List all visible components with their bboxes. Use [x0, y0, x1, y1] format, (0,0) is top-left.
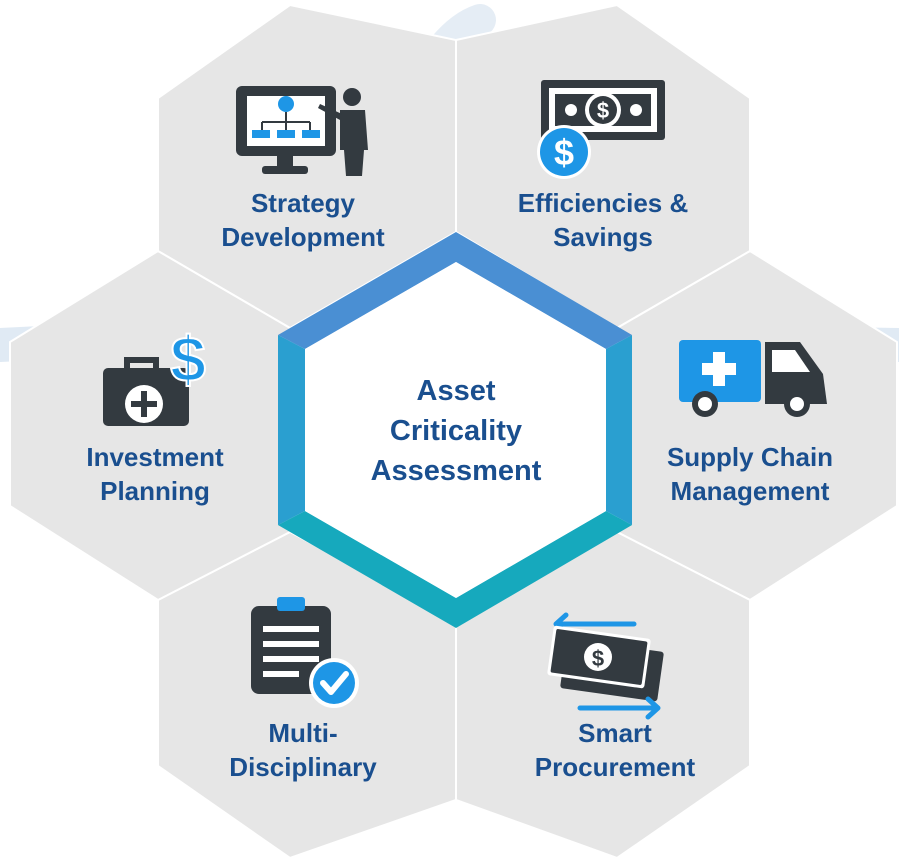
ring-left	[278, 335, 305, 525]
center-hexagon	[305, 262, 606, 598]
center-label-line-1: Asset	[416, 375, 496, 407]
label-multi-disciplinary: Multi- Disciplinary	[213, 716, 393, 784]
svg-text:$: $	[170, 323, 206, 395]
label-smart-procurement: Smart Procurement	[520, 716, 710, 784]
center-label: Asset Criticality Assessment	[346, 371, 566, 491]
ring-top-right	[456, 232, 632, 349]
label-line: Planning	[100, 476, 210, 506]
label-supply-chain-management: Supply Chain Management	[650, 440, 850, 508]
label-line: Smart	[578, 718, 652, 748]
svg-text:$: $	[554, 132, 574, 173]
label-line: Disciplinary	[229, 752, 377, 782]
center-label-line-2: Criticality	[389, 415, 523, 447]
banknote-dollar-icon: $ $	[537, 80, 665, 179]
label-investment-planning: Investment Planning	[65, 440, 245, 508]
clipboard-check-icon	[251, 597, 359, 708]
label-line: Multi-	[268, 718, 338, 748]
label-line: Procurement	[534, 752, 696, 782]
label-line: Savings	[553, 222, 653, 252]
medical-truck-icon	[679, 340, 827, 417]
label-line: Supply Chain	[666, 442, 834, 472]
svg-text:$: $	[592, 646, 604, 671]
hex-supply-chain	[616, 249, 898, 602]
center-ring	[278, 232, 632, 628]
label-line: Efficiencies &	[517, 188, 689, 218]
label-efficiencies-savings: Efficiencies & Savings	[503, 186, 703, 254]
ring-bottom-right	[456, 511, 632, 628]
label-strategy-development: Strategy Development	[213, 186, 393, 254]
money-exchange-icon: $	[547, 612, 664, 720]
ring-top-left	[278, 232, 456, 349]
label-line: Management	[670, 476, 830, 506]
presentation-board-icon	[236, 86, 368, 176]
center-label-line-3: Assessment	[370, 455, 542, 487]
medical-bag-dollar-icon: $	[103, 322, 207, 426]
label-line: Investment	[86, 442, 224, 472]
ring-bottom-left	[278, 511, 456, 628]
svg-text:$: $	[597, 98, 609, 123]
ring-right	[606, 335, 632, 525]
label-line: Development	[221, 222, 385, 252]
label-line: Strategy	[250, 188, 356, 218]
